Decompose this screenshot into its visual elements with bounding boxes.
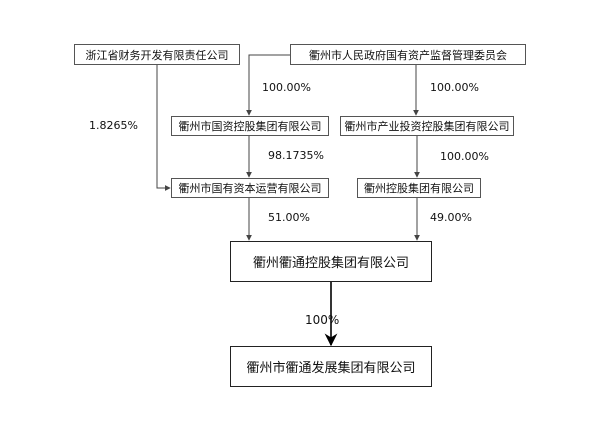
pct-zhejiang-to-capital-operation: 1.8265% — [89, 119, 138, 132]
node-industry-investment-group: 衢州市产业投资控股集团有限公司 — [340, 116, 514, 136]
connector-zhejiang-to-capital-operation — [156, 65, 171, 191]
node-quzhou-sasac: 衢州市人民政府国有资产监督管理委员会 — [290, 44, 526, 65]
node-state-holding-group: 衢州市国资控股集团有限公司 — [171, 116, 329, 136]
pct-capital-operation-to-qutong: 51.00% — [268, 211, 310, 224]
pct-sasac-to-state-holding: 100.00% — [262, 81, 311, 94]
pct-sasac-to-industry-investment: 100.00% — [430, 81, 479, 94]
node-qutong-development: 衢州市衢通发展集团有限公司 — [230, 346, 432, 387]
node-qutong-holding: 衢州衢通控股集团有限公司 — [230, 241, 432, 282]
connector-sasac-left — [246, 54, 290, 116]
pct-state-holding-to-capital-operation: 98.1735% — [268, 149, 324, 162]
node-zhejiang-finance: 浙江省财务开发有限责任公司 — [74, 44, 240, 65]
node-quzhou-holding-group: 衢州控股集团有限公司 — [357, 178, 481, 198]
pct-industry-investment-to-holding-group: 100.00% — [440, 150, 489, 163]
pct-qutong-to-development: 100% — [305, 313, 340, 327]
pct-holding-group-to-qutong: 49.00% — [430, 211, 472, 224]
node-state-capital-operation: 衢州市国有资本运营有限公司 — [171, 178, 329, 198]
